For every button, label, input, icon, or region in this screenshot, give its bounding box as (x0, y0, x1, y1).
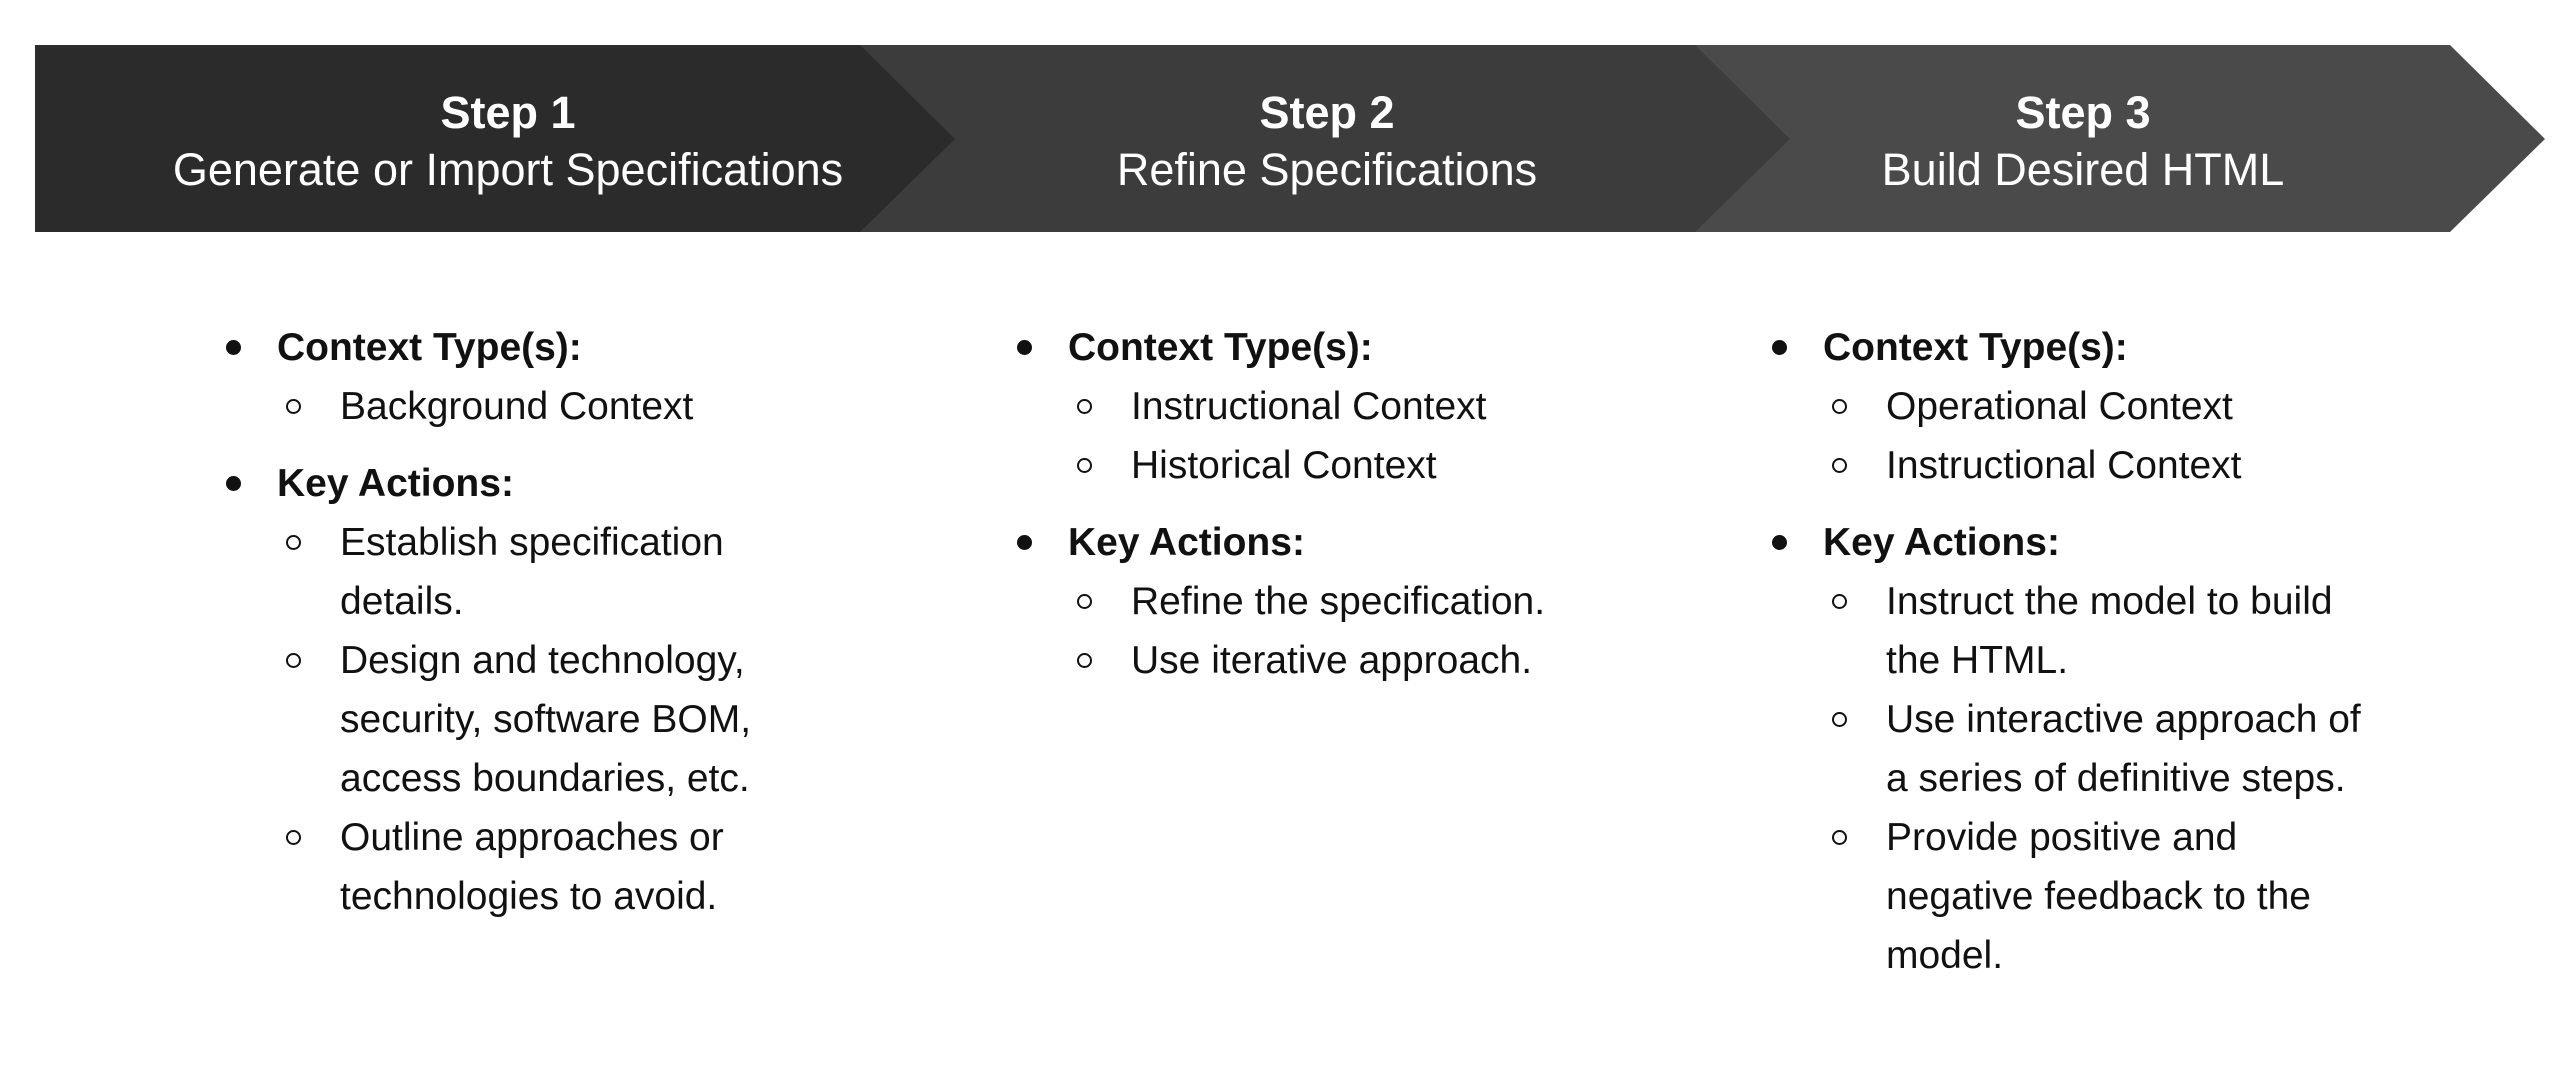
sub-bullet-icon (1077, 399, 1092, 414)
sub-bullet-icon (286, 399, 301, 414)
step-1-details: Context Type(s): Background Context Key … (222, 318, 822, 944)
step-2-context-block: Context Type(s): Instructional Context H… (1013, 318, 1633, 495)
list-item: Historical Context (1077, 436, 1633, 495)
actions-label: Key Actions: (1823, 521, 2060, 564)
step-1-actions-heading: Key Actions: (222, 454, 822, 513)
step-2-chevron (860, 45, 1790, 232)
bullet-icon (1772, 535, 1787, 550)
context-label: Context Type(s): (1068, 326, 1373, 369)
step-3-context-block: Context Type(s): Operational Context Ins… (1768, 318, 2388, 495)
bullet-icon (1017, 340, 1032, 355)
bullet-icon (226, 476, 241, 491)
list-item: Operational Context (1832, 377, 2388, 436)
list-item: Refine the specification. (1077, 572, 1633, 631)
sub-bullet-icon (286, 535, 301, 550)
step-3-actions-heading: Key Actions: (1768, 513, 2388, 572)
step-2-title: Step 2 (1259, 87, 1394, 138)
step-3-actions-block: Key Actions: Instruct the model to build… (1768, 513, 2388, 985)
context-label: Context Type(s): (277, 326, 582, 369)
sub-bullet-icon (1077, 594, 1092, 609)
list-item: Outline approaches or technologies to av… (286, 808, 770, 926)
step-2-context-heading: Context Type(s): (1013, 318, 1633, 377)
sub-bullet-icon (286, 653, 301, 668)
sub-bullet-icon (1077, 458, 1092, 473)
bullet-icon (1772, 340, 1787, 355)
step-3-details: Context Type(s): Operational Context Ins… (1768, 318, 2388, 1003)
sub-bullet-icon (1832, 830, 1847, 845)
step-1-chevron (35, 45, 955, 232)
sub-bullet-icon (1832, 712, 1847, 727)
bullet-icon (226, 340, 241, 355)
actions-label: Key Actions: (277, 462, 514, 505)
list-item: Design and technology, security, softwar… (286, 631, 770, 808)
step-2-actions-heading: Key Actions: (1013, 513, 1633, 572)
step-1-subtitle: Generate or Import Specifications (173, 144, 843, 195)
list-item: Provide positive and negative feedback t… (1832, 808, 2366, 985)
list-item: Use interactive approach of a series of … (1832, 690, 2366, 808)
list-item: Instructional Context (1077, 377, 1633, 436)
list-item: Instructional Context (1832, 436, 2388, 495)
step-1-context-block: Context Type(s): Background Context (222, 318, 822, 436)
sub-bullet-icon (1832, 594, 1847, 609)
step-1-actions-list: Establish specification details. Design … (222, 513, 770, 926)
list-item: Establish specification details. (286, 513, 770, 631)
step-3-chevron (1680, 45, 2545, 232)
step-3-title: Step 3 (2015, 87, 2150, 138)
process-chevron-banner: Step 1 Generate or Import Specifications… (35, 45, 2545, 232)
sub-bullet-icon (286, 830, 301, 845)
step-3-context-list: Operational Context Instructional Contex… (1768, 377, 2388, 495)
step-1-actions-block: Key Actions: Establish specification det… (222, 454, 822, 926)
list-item: Instruct the model to build the HTML. (1832, 572, 2366, 690)
step-3-context-heading: Context Type(s): (1768, 318, 2388, 377)
step-3-subtitle: Build Desired HTML (1882, 144, 2285, 195)
step-2-subtitle: Refine Specifications (1117, 144, 1537, 195)
context-label: Context Type(s): (1823, 326, 2128, 369)
step-2-details: Context Type(s): Instructional Context H… (1013, 318, 1633, 708)
step-2-actions-block: Key Actions: Refine the specification. U… (1013, 513, 1633, 690)
step-2-actions-list: Refine the specification. Use iterative … (1013, 572, 1633, 690)
list-item: Background Context (286, 377, 822, 436)
sub-bullet-icon (1832, 458, 1847, 473)
step-2-context-list: Instructional Context Historical Context (1013, 377, 1633, 495)
bullet-icon (1017, 535, 1032, 550)
list-item: Use iterative approach. (1077, 631, 1633, 690)
step-1-context-list: Background Context (222, 377, 822, 436)
step-3-actions-list: Instruct the model to build the HTML. Us… (1768, 572, 2366, 985)
step-1-title: Step 1 (440, 87, 575, 138)
sub-bullet-icon (1077, 653, 1092, 668)
sub-bullet-icon (1832, 399, 1847, 414)
step-1-context-heading: Context Type(s): (222, 318, 822, 377)
actions-label: Key Actions: (1068, 521, 1305, 564)
